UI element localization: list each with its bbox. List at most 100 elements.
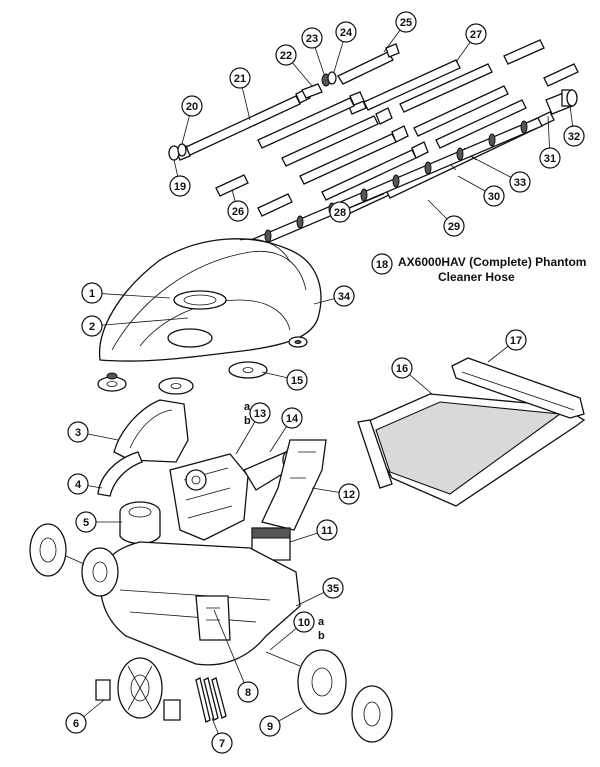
- collar-ring: [168, 145, 180, 161]
- caption-line-2: Cleaner Hose: [438, 270, 515, 284]
- callout-label: 7: [219, 738, 225, 750]
- callout-34: 34: [333, 285, 355, 307]
- callout-label: 24: [340, 27, 353, 39]
- hose-segment: [257, 91, 365, 149]
- callout-28: 28: [329, 201, 351, 223]
- leader-line-8: [213, 609, 249, 693]
- callout-label: 2: [89, 321, 95, 333]
- callout-5: 5: [75, 511, 97, 533]
- callout-circle: [229, 67, 251, 89]
- top-cover: [98, 238, 322, 362]
- callout-label: 23: [306, 33, 318, 45]
- nut-ring: [327, 71, 337, 85]
- callout-circle: [333, 285, 355, 307]
- callout-circle: [316, 519, 338, 541]
- deflector: [113, 399, 189, 463]
- callout-9: 9: [259, 715, 281, 737]
- swivel-cap: [566, 89, 578, 107]
- clip: [163, 699, 181, 721]
- callout-label: 9: [267, 721, 273, 733]
- callout-label: 35: [327, 583, 339, 595]
- callout-12: 12: [338, 483, 360, 505]
- callout-circle: [249, 402, 271, 424]
- clip: [95, 679, 111, 701]
- callout-label: 34: [338, 291, 351, 303]
- hubcap: [351, 685, 393, 743]
- callout-circle: [301, 27, 323, 49]
- cover-port: [173, 290, 227, 310]
- front-wheel-left: [29, 523, 67, 577]
- callout-circle: [211, 732, 233, 754]
- part-13-sub-b: b: [244, 415, 251, 427]
- callout-label: 33: [514, 177, 526, 189]
- callout-circle: [391, 357, 413, 379]
- callout-circle: [505, 329, 527, 351]
- callout-20: 20: [181, 95, 203, 117]
- callout-label: 16: [396, 363, 408, 375]
- callout-13: 13: [249, 402, 271, 424]
- callout-circle: [281, 407, 303, 429]
- hose-connector: [215, 174, 249, 197]
- callout-7: 7: [211, 732, 233, 754]
- callout-label: 4: [75, 479, 82, 491]
- callout-6: 6: [65, 712, 87, 734]
- callout-33: 33: [509, 171, 531, 193]
- callout-circle: [465, 23, 487, 45]
- callout-circle: [286, 369, 308, 391]
- callout-label: 17: [510, 335, 522, 347]
- callout-19: 19: [169, 175, 191, 197]
- callout-25: 25: [395, 11, 417, 33]
- callout-30: 30: [483, 185, 505, 207]
- callout-8: 8: [237, 681, 259, 703]
- callout-3: 3: [67, 421, 89, 443]
- callout-label: 20: [186, 101, 198, 113]
- callout-14: 14: [281, 407, 303, 429]
- callout-circle: [443, 215, 465, 237]
- callout-circle: [227, 200, 249, 222]
- callout-label: 5: [83, 517, 89, 529]
- callout-circle: [259, 715, 281, 737]
- hose-connector: [301, 83, 323, 99]
- bolts: [195, 677, 227, 723]
- leader-line-2: [91, 317, 189, 327]
- cover-opening: [167, 328, 213, 348]
- callout-label: 12: [343, 489, 355, 501]
- callout-16: 16: [391, 357, 413, 379]
- hose-connector: [503, 39, 545, 65]
- callout-31: 31: [539, 147, 561, 169]
- caption-line-1: AX6000HAV (Complete) Phantom: [398, 255, 586, 269]
- callout-label: 30: [488, 191, 500, 203]
- callout-label: 19: [174, 181, 186, 193]
- hose-segment: [435, 99, 527, 149]
- callout-circle: [338, 483, 360, 505]
- collar-ring: [177, 143, 187, 157]
- leader-line-1: [91, 292, 171, 299]
- callout-circle: [322, 577, 344, 599]
- elbow: [97, 451, 143, 497]
- hose-sections: [168, 39, 579, 262]
- hose-connector: [543, 63, 579, 87]
- callout-23: 23: [301, 27, 323, 49]
- callout-label: 26: [232, 206, 244, 218]
- callout-label: 32: [568, 131, 580, 143]
- bottom-wheel: [117, 657, 163, 719]
- hose-segment: [299, 125, 409, 185]
- rear-wheel: [297, 649, 347, 715]
- part-10-sub-a: a: [318, 616, 325, 628]
- callout-label: 6: [73, 718, 79, 730]
- hose-segment: [321, 141, 429, 201]
- callout-32: 32: [563, 125, 585, 147]
- callout-circle: [181, 95, 203, 117]
- callout-18-label: 18: [376, 259, 388, 271]
- callout-11: 11: [316, 519, 338, 541]
- callout-circle: [329, 201, 351, 223]
- callout-10: 10: [293, 611, 315, 633]
- callout-24: 24: [335, 21, 357, 43]
- filter-bag: [357, 357, 586, 507]
- callout-label: 22: [280, 50, 292, 62]
- callout-circle: [75, 511, 97, 533]
- axle: [65, 555, 301, 667]
- callout-circle: [293, 611, 315, 633]
- callout-label: 29: [448, 221, 460, 233]
